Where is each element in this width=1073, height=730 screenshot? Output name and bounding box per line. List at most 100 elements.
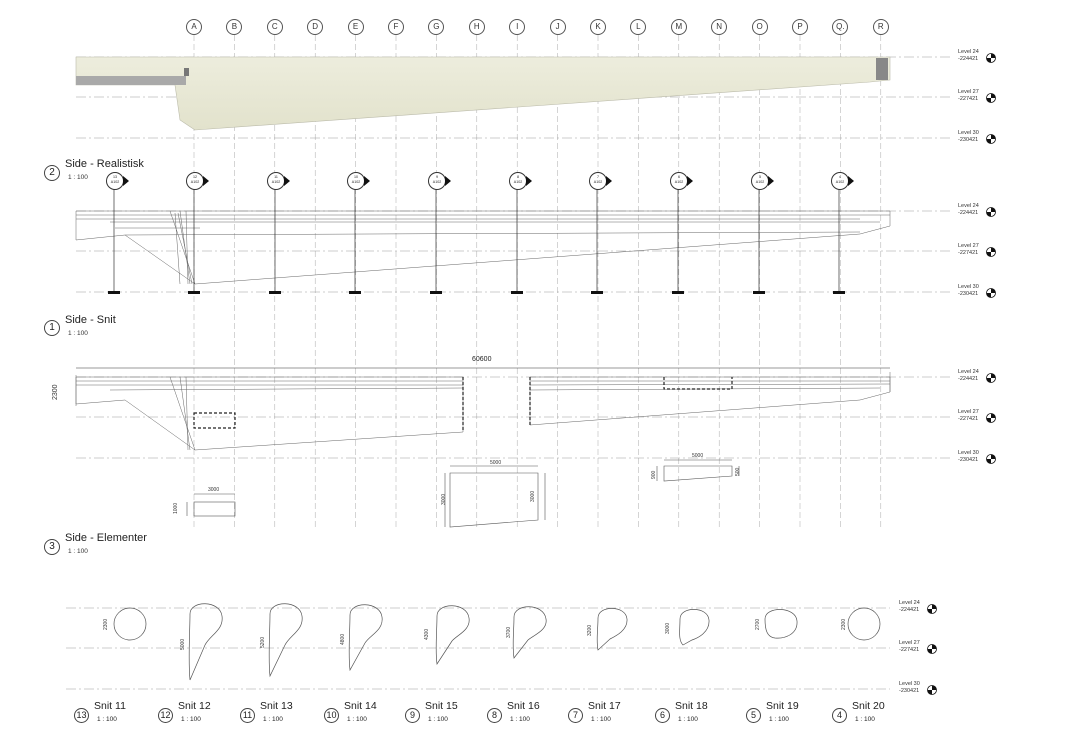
- level-elevation: -224421: [958, 56, 979, 62]
- view-number: 3: [44, 539, 60, 555]
- section-number: 12: [193, 175, 197, 179]
- view-scale: 1 : 100: [68, 174, 88, 181]
- level-name: Level 30: [958, 284, 979, 290]
- level-target-icon: [986, 454, 996, 464]
- snit-title: Snit 18: [675, 700, 708, 712]
- snit-scale: 1 : 100: [181, 716, 201, 723]
- grid-bubble: G: [428, 19, 445, 35]
- grid-bubble: J: [549, 19, 566, 35]
- level-label: Level 27-227421: [958, 409, 979, 423]
- level-label: Level 30-230421: [958, 130, 979, 144]
- section-arrow-icon: [526, 176, 532, 186]
- level-name: Level 27: [899, 640, 920, 646]
- grid-bubble: P: [792, 19, 808, 35]
- view-scale: 1 : 100: [68, 330, 88, 337]
- grid-bubble: I: [509, 19, 526, 35]
- level-name: Level 27: [958, 89, 979, 95]
- level-label: Level 30-230421: [958, 284, 979, 298]
- grid-bubble: B: [226, 19, 243, 35]
- section-marker-bar: [833, 291, 845, 294]
- section-arrow-icon: [364, 176, 370, 186]
- level-name: Level 27: [958, 409, 979, 415]
- level-name: Level 24: [958, 203, 979, 209]
- snit-scale: 1 : 100: [428, 716, 448, 723]
- grid-bubble: D: [307, 19, 324, 35]
- section-arrow-icon: [848, 176, 854, 186]
- level-label: Level 24-224421: [958, 203, 979, 217]
- view-scale: 1 : 100: [68, 548, 88, 555]
- snit-height-dim: 3200: [587, 624, 593, 636]
- snit-title: Snit 16: [507, 700, 540, 712]
- section-marker-bar: [753, 291, 765, 294]
- element-left-dim: 900: [651, 470, 657, 479]
- snit-scale: 1 : 100: [769, 716, 789, 723]
- snit-scale: 1 : 100: [97, 716, 117, 723]
- snit-title: Snit 14: [344, 700, 377, 712]
- section-arrow-icon: [445, 176, 451, 186]
- grid-bubble: K: [590, 19, 606, 35]
- section-number: 7: [597, 175, 599, 179]
- level-target-icon: [986, 134, 996, 144]
- element-width-dim: 3000: [208, 487, 220, 493]
- level-elevation: -224421: [899, 607, 920, 613]
- section-arrow-icon: [606, 176, 612, 186]
- snit-number: 4: [832, 708, 847, 723]
- section-sheet-ref: A102: [351, 180, 361, 184]
- level-target-icon: [927, 685, 937, 695]
- level-elevation: -224421: [958, 210, 979, 216]
- section-sheet-ref: A102: [110, 180, 120, 184]
- grid-bubble: R: [872, 19, 889, 35]
- section-sheet-ref: A102: [835, 180, 845, 184]
- element-pieces: [186, 459, 740, 528]
- grid-bubble: Q.: [832, 19, 849, 35]
- level-name: Level 24: [899, 600, 920, 606]
- level-elevation: -224421: [958, 376, 979, 382]
- elements-view: [75, 367, 891, 451]
- section-marker-bars: [108, 188, 845, 294]
- section-arrow-icon: [768, 176, 774, 186]
- snit-title: Snit 11: [94, 700, 126, 712]
- view-number: 2: [44, 165, 60, 181]
- snit-profiles: [113, 603, 881, 681]
- overall-length-dim: 60600: [472, 356, 492, 363]
- section-sheet-ref: A102: [674, 180, 684, 184]
- snit-number: 8: [487, 708, 502, 723]
- level-elevation: -230421: [899, 688, 920, 694]
- section-number: 5: [759, 175, 761, 179]
- realistic-view: [75, 56, 891, 131]
- section-marker-bar: [108, 291, 120, 294]
- level-target-icon: [986, 93, 996, 103]
- section-number: 11: [274, 175, 278, 179]
- section-arrow-icon: [284, 176, 290, 186]
- level-label: Level 27-227421: [958, 89, 979, 103]
- level-elevation: -230421: [958, 457, 979, 463]
- snit-height-dim: 3000: [665, 622, 671, 634]
- section-marker-bar: [349, 291, 361, 294]
- section-number: 9: [436, 175, 438, 179]
- section-marker-bar: [188, 291, 200, 294]
- level-label: Level 24-224421: [899, 600, 920, 614]
- view-title: Side - Snit: [65, 314, 116, 326]
- level-elevation: -227421: [958, 250, 979, 256]
- section-marker-bar: [269, 291, 281, 294]
- grid-bubble: N: [711, 19, 728, 35]
- snit-number: 5: [746, 708, 761, 723]
- snit-scale: 1 : 100: [591, 716, 611, 723]
- element-right-dim: 3000: [530, 490, 536, 502]
- element-width-dim: 5000: [490, 460, 502, 466]
- snit-scale: 1 : 100: [510, 716, 530, 723]
- snit-number: 7: [568, 708, 583, 723]
- level-label: Level 30-230421: [958, 450, 979, 464]
- grid-bubble: E: [347, 19, 364, 35]
